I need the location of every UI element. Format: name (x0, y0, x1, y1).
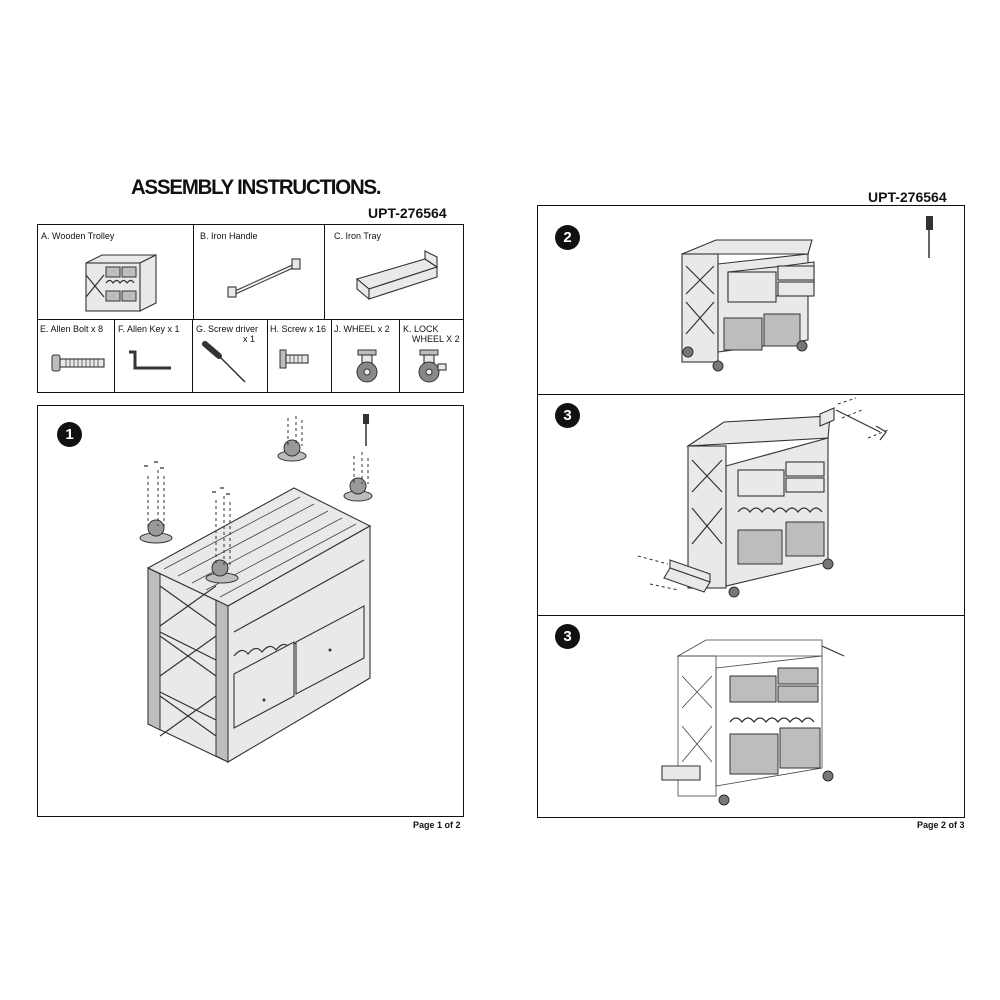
model-number-2: UPT-276564 (868, 189, 947, 205)
part-cell-a: A. Wooden Trolley (38, 225, 194, 319)
part-label-a: A. Wooden Trolley (41, 231, 115, 241)
step-2-diagram (681, 216, 933, 372)
part-cell-b: B. Iron Handle (194, 225, 325, 319)
allen-bolt-icon (51, 354, 105, 372)
screw-icon (279, 349, 309, 369)
step-1-badge: 1 (57, 422, 82, 447)
part-label-k1: K. LOCK (403, 324, 439, 334)
part-label-g2: x 1 (243, 334, 256, 344)
page-2-frame: 2 3 3 (537, 205, 965, 818)
part-label-f: F. Allen Key x 1 (118, 324, 180, 334)
iron-tray-icon (355, 250, 439, 301)
divider-1 (538, 394, 964, 395)
step-3-badge: 3 (555, 403, 580, 428)
page-number-2: Page 2 of 3 (917, 820, 965, 830)
iron-handle-icon (227, 258, 301, 298)
part-cell-j: J. WHEEL x 2 (332, 320, 400, 392)
part-label-k2: WHEEL X 2 (412, 334, 460, 344)
part-label-c: C. Iron Tray (334, 231, 382, 241)
part-label-h: H. Screw x 16 (270, 324, 327, 334)
page-number-1: Page 1 of 2 (413, 820, 461, 830)
part-cell-e: E. Allen Bolt x 8 (38, 320, 115, 392)
allen-key-icon (129, 350, 171, 370)
parts-row-top: A. Wooden Trolley B. Iron Handle C. Iron… (37, 224, 464, 320)
part-label-j: J. WHEEL x 2 (334, 324, 390, 334)
part-cell-g: G. Screw driver x 1 (193, 320, 268, 392)
divider-2 (538, 615, 964, 616)
part-label-b: B. Iron Handle (200, 231, 258, 241)
wooden-trolley-icon (85, 254, 157, 312)
page-title: ASSEMBLY INSTRUCTIONS. (131, 176, 382, 199)
step-3-diagram (637, 397, 889, 598)
wheel-icon (356, 349, 378, 383)
step-3b-badge: 3 (555, 624, 580, 649)
part-label-e: E. Allen Bolt x 8 (40, 324, 104, 334)
step-2-badge: 2 (555, 225, 580, 250)
final-assembly-diagram (661, 639, 845, 806)
screwdriver-icon (202, 341, 246, 383)
model-number: UPT-276564 (368, 205, 447, 221)
trolley-upside-down-diagram (139, 414, 373, 763)
part-cell-f: F. Allen Key x 1 (115, 320, 193, 392)
part-cell-k: K. LOCK WHEEL X 2 (400, 320, 462, 392)
part-cell-h: H. Screw x 16 (268, 320, 332, 392)
parts-row-bottom: E. Allen Bolt x 8 F. Allen Key x 1 G. Sc… (37, 320, 464, 393)
lock-wheel-icon (418, 349, 447, 383)
step-1-panel: 1 (37, 405, 464, 817)
part-label-g1: G. Screw driver (196, 324, 259, 334)
part-cell-c: C. Iron Tray (325, 225, 462, 319)
